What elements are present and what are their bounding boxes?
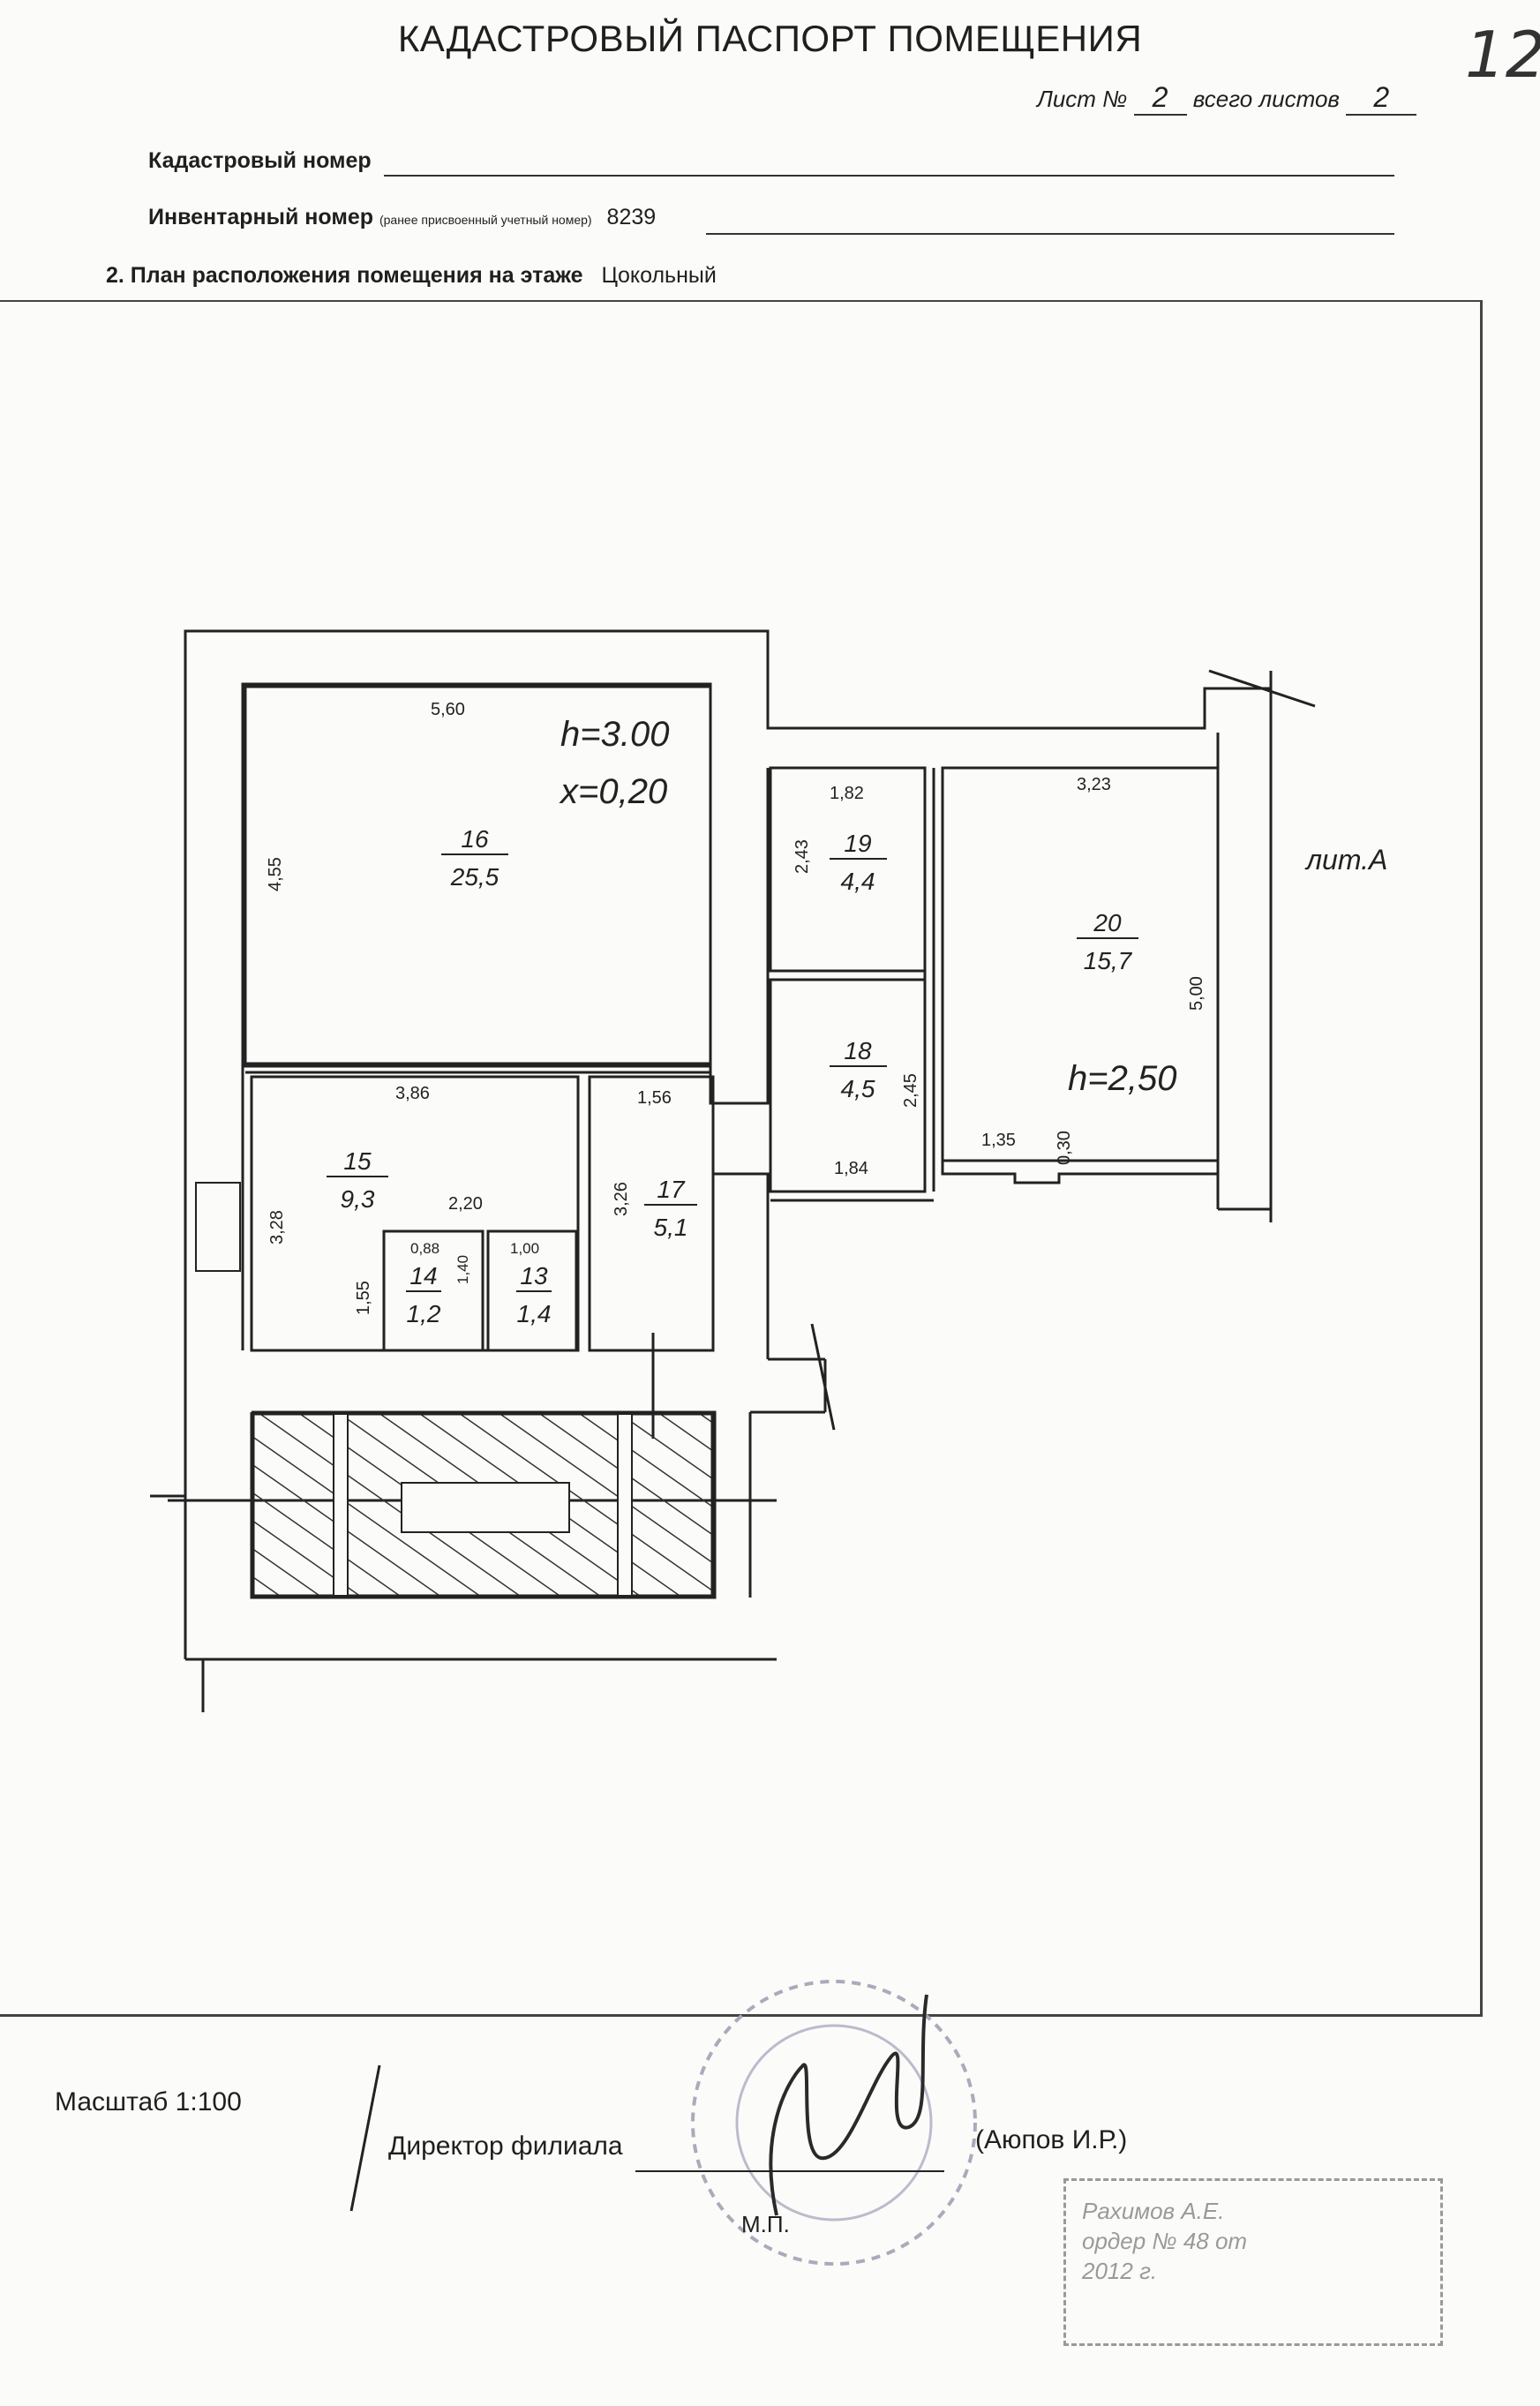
dimension-label: 5,00: [1187, 976, 1206, 1011]
room-area: 1,2: [407, 1300, 441, 1327]
room-area: 9,3: [341, 1185, 375, 1213]
document-title: КАДАСТРОВЫЙ ПАСПОРТ ПОМЕЩЕНИЯ: [397, 18, 1143, 59]
dimension-label: 1,40: [454, 1255, 471, 1284]
seal-inner-circle: [735, 2024, 933, 2222]
offset-label-1: x=0,20: [559, 772, 667, 811]
dimension-label: 1,56: [637, 1088, 672, 1108]
floor-plan-line: 2. План расположения помещения на этаже …: [106, 263, 717, 289]
inventory-number-line: Инвентарный номер (ранее присвоенный уче…: [148, 205, 656, 230]
room-number: 17: [657, 1176, 686, 1203]
floor-plan-label: 2. План расположения помещения на этаже: [106, 263, 583, 288]
room-area: 25,5: [450, 863, 500, 891]
sheet-number: 2: [1133, 81, 1187, 116]
dimension-label: 3,26: [612, 1182, 631, 1216]
stamp-line: 2012 г.: [1082, 2257, 1158, 2284]
room-number: 15: [343, 1147, 372, 1175]
sheet-label: Лист №: [1037, 86, 1128, 112]
dimension-label: 2,45: [901, 1073, 920, 1108]
dimension-label: 0,88: [410, 1240, 439, 1257]
room-area: 4,5: [841, 1075, 875, 1102]
inventory-note: (ранее присвоенный учетный номер): [379, 213, 592, 227]
room-number: 13: [520, 1262, 548, 1289]
lit-label: лит.А: [1304, 844, 1387, 876]
inventory-number-label: Инвентарный номер: [148, 205, 374, 229]
dimension-label: 3,86: [395, 1084, 430, 1103]
room-number: 14: [409, 1262, 437, 1289]
stamp-place-label: М.П.: [741, 2211, 790, 2237]
height-label-1: h=3.00: [560, 715, 669, 754]
room-number: 20: [1093, 909, 1122, 936]
dimension-label: 3,23: [1077, 775, 1111, 794]
sheet-number-line: Лист № 2 всего листов 2: [1037, 81, 1417, 116]
dimension-label: 1,82: [830, 784, 864, 803]
room-number: 19: [844, 830, 871, 857]
floor-plan-value: Цокольный: [601, 263, 717, 288]
seal-circle: [691, 1980, 977, 2266]
director-name: (Аюпов И.Р.): [975, 2125, 1128, 2154]
dimension-label: 2,20: [448, 1194, 483, 1214]
dimension-label: 1,84: [834, 1159, 868, 1178]
dimension-label: 1,00: [510, 1240, 539, 1257]
signature: [769, 1994, 928, 2216]
scale-label: Масштаб 1:100: [55, 2087, 242, 2117]
total-sheets: 2: [1346, 81, 1417, 116]
height-label-2: h=2,50: [1068, 1059, 1176, 1098]
registration-stamp: Рахимов А.Е. ордер № 48 от 2012 г.: [1063, 2178, 1443, 2346]
corner-handwritten-mark: 12: [1465, 18, 1540, 92]
dimension-label: 0,30: [1055, 1131, 1074, 1165]
cadastral-number-label: Кадастровый номер: [148, 148, 372, 173]
dimension-label: 1,55: [354, 1281, 373, 1315]
room-number: 16: [461, 825, 489, 853]
room-area: 15,7: [1084, 947, 1133, 974]
room-area: 5,1: [654, 1214, 688, 1241]
dimension-label: 2,43: [793, 839, 812, 874]
director-label: Директор филиала: [388, 2132, 623, 2161]
total-sheets-label: всего листов: [1192, 86, 1340, 112]
dimension-label: 1,35: [981, 1131, 1016, 1150]
room-area: 4,4: [841, 868, 875, 895]
dimension-label: 4,55: [266, 857, 285, 891]
room-number: 18: [844, 1037, 872, 1064]
room-area: 1,4: [517, 1300, 552, 1327]
stamp-line: Рахимов А.Е.: [1082, 2198, 1225, 2224]
dimension-label: 3,28: [267, 1210, 287, 1244]
stamp-line: ордер № 48 от: [1082, 2227, 1248, 2254]
inventory-number-value: 8239: [606, 205, 657, 229]
dimension-label: 5,60: [431, 700, 465, 719]
